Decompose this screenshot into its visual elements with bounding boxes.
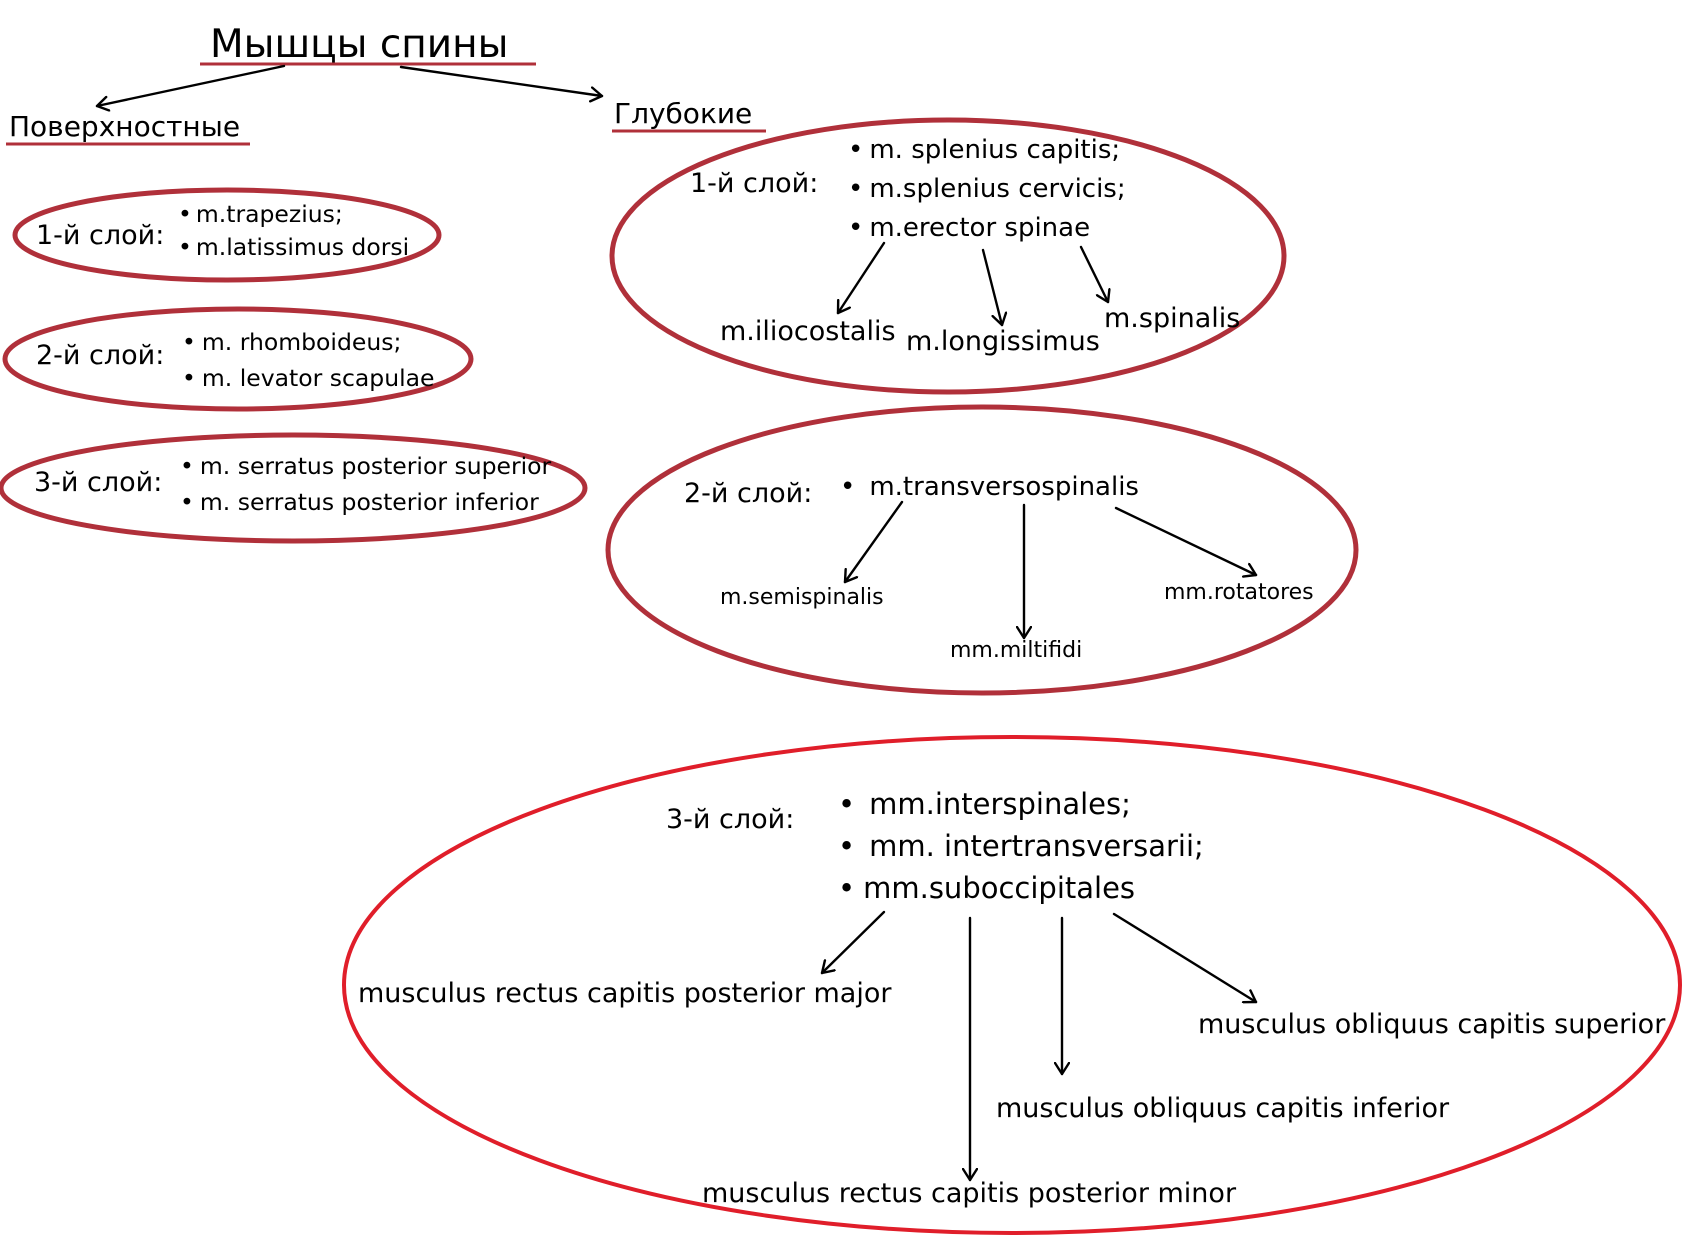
superficial-layer1-item-2: •m.latissimus dorsi — [178, 233, 409, 261]
superficial-layer3-item-2: •m. serratus posterior inferior — [180, 488, 539, 516]
superficial-layer3-oval — [0, 432, 588, 544]
group-deep: Глубокие — [614, 97, 752, 130]
deep-layer1-item-3: •m.erector spinae — [848, 213, 1090, 243]
deep-layer3-branch-rectus-major: musculus rectus capitis posterior major — [358, 978, 892, 1009]
deep-layer2-branch-semispinalis: m.semispinalis — [720, 585, 884, 610]
superficial-layer2-oval — [2, 306, 474, 412]
arrow-to-spinalis — [1079, 245, 1108, 304]
deep-layer1-oval — [609, 117, 1287, 395]
deep-layer2-oval — [605, 404, 1359, 696]
deep-layer3-oval — [342, 735, 1682, 1235]
deep-layer1-item-1: •m. splenius capitis; — [848, 135, 1120, 165]
diagram-title: Мышцы спины — [210, 22, 508, 67]
group-superficial: Поверхностные — [9, 110, 240, 143]
deep-layer2-branch-rotatores: mm.rotatores — [1164, 580, 1314, 605]
superficial-layer3-item-1: •m. serratus posterior superior — [180, 452, 552, 480]
deep-layer3-branch-obliquus-superior: musculus obliquus capitis superior — [1198, 1009, 1666, 1040]
superficial-layer2-label: 2-й слой: — [36, 340, 164, 371]
arrow-to-semispinalis — [843, 500, 904, 584]
deep-layer1-branch-spinalis: m.spinalis — [1104, 303, 1240, 334]
deep-layer2-label: 2-й слой: — [684, 478, 812, 509]
arrow-to-superficial — [95, 64, 286, 106]
deep-layer1-branch-longissimus: m.longissimus — [906, 326, 1100, 357]
arrow-to-longissimus — [981, 248, 1002, 327]
deep-layer3-branch-rectus-minor: musculus rectus capitis posterior minor — [702, 1178, 1237, 1209]
superficial-layer2-item-1: •m. rhomboideus; — [182, 328, 401, 356]
deep-layer3-item-1: •mm.interspinales; — [838, 787, 1131, 821]
deep-layer2-item-1: •m.transversospinalis — [840, 472, 1139, 502]
arrow-to-deep — [399, 65, 604, 96]
deep-layer1-branch-iliocostalis: m.iliocostalis — [720, 316, 896, 347]
deep-layer3-item-3: •mm.suboccipitales — [838, 871, 1135, 905]
deep-layer3-branch-obliquus-inferior: musculus obliquus capitis inferior — [996, 1093, 1450, 1124]
arrow-to-iliocostalis — [836, 241, 886, 315]
deep-layer2-branch-multifidi: mm.miltifidi — [950, 638, 1082, 663]
superficial-layer3-label: 3-й слой: — [34, 467, 162, 498]
deep-layer1-item-2: •m.splenius cervicis; — [848, 174, 1126, 204]
superficial-layer1-oval — [12, 187, 442, 283]
superficial-layer1-item-1: •m.trapezius; — [178, 200, 343, 228]
deep-layer3-label: 3-й слой: — [666, 804, 794, 835]
deep-layer1-label: 1-й слой: — [690, 168, 818, 199]
arrow-to-rectus-major — [820, 910, 886, 975]
superficial-layer1-label: 1-й слой: — [36, 220, 164, 251]
superficial-layer2-item-2: •m. levator scapulae — [182, 364, 435, 392]
arrow-to-rotatores — [1114, 506, 1258, 575]
deep-layer3-item-2: •mm. intertransversarii; — [838, 829, 1204, 863]
arrow-to-obliquus-superior — [1112, 912, 1258, 1002]
